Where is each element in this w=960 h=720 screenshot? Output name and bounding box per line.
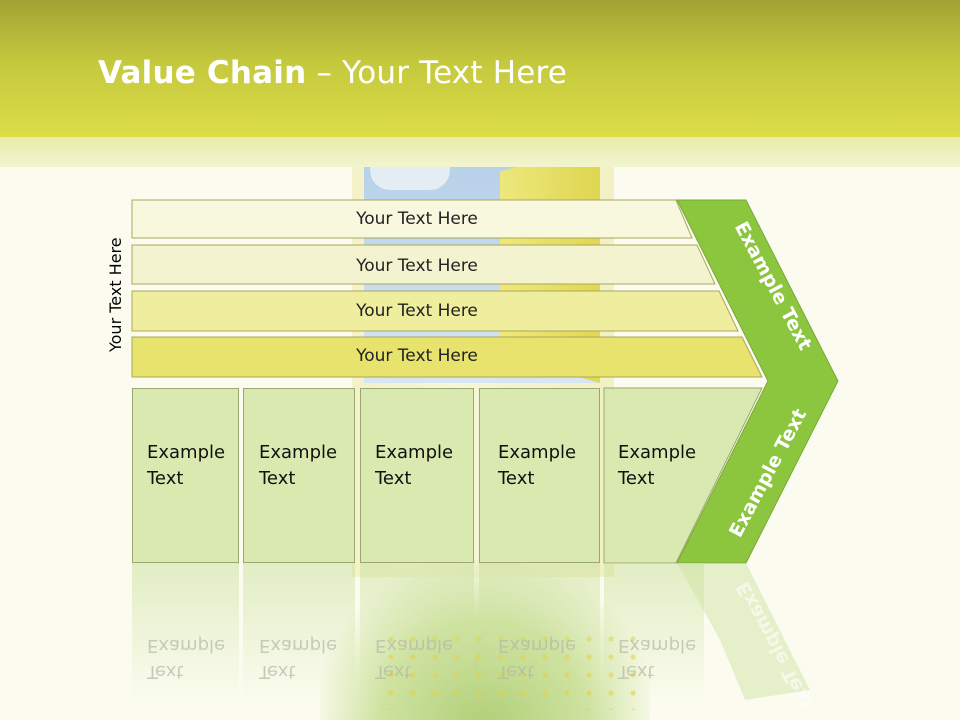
box-4-line1: Example xyxy=(498,442,577,463)
box-2-reflection-line2: Text xyxy=(259,661,296,682)
box-2-line1: Example xyxy=(259,442,338,463)
row-label-3[interactable]: Your Text Here xyxy=(356,301,478,321)
box-5-reflection-line2: Text xyxy=(618,661,655,682)
row-label-4[interactable]: Your Text Here xyxy=(356,346,478,366)
box-text-2[interactable]: Example Text xyxy=(259,440,349,492)
box-4-reflection xyxy=(479,563,600,703)
box-5-line1: Example xyxy=(618,442,697,463)
box-text-4[interactable]: Example Text xyxy=(498,440,588,492)
box-3 xyxy=(360,388,474,563)
box-2 xyxy=(243,388,355,563)
box-text-3[interactable]: Example Text xyxy=(375,440,465,492)
box-1 xyxy=(132,388,239,563)
box-4-line2: Text xyxy=(498,468,535,489)
box-1-reflection-text: Text Example xyxy=(147,632,237,684)
title-rest: – Your Text Here xyxy=(306,55,568,91)
row-label-2[interactable]: Your Text Here xyxy=(356,256,478,276)
header-band xyxy=(0,0,960,137)
box-3-reflection-line1: Example xyxy=(375,635,454,656)
row-shape-3 xyxy=(131,290,739,332)
box-2-reflection-text: Text Example xyxy=(259,632,349,684)
box-2-line2: Text xyxy=(259,468,296,489)
box-3-line1: Example xyxy=(375,442,454,463)
chevron-arrow xyxy=(676,199,839,564)
chevron-reflection xyxy=(677,563,810,700)
title-bold: Value Chain xyxy=(98,55,307,91)
box-text-5[interactable]: Example Text xyxy=(618,440,708,492)
box-1-line1: Example xyxy=(147,442,226,463)
box-3-reflection-text: Text Example xyxy=(375,632,465,684)
row-shape-2 xyxy=(131,244,716,285)
box-5-line2: Text xyxy=(618,468,655,489)
row-label-1[interactable]: Your Text Here xyxy=(356,209,478,229)
box-4 xyxy=(479,388,600,563)
box-1-reflection-line2: Text xyxy=(147,661,184,682)
box-1-line2: Text xyxy=(147,468,184,489)
box-5-reflection-line1: Example xyxy=(618,635,697,656)
box-3-line2: Text xyxy=(375,468,412,489)
box-text-1[interactable]: Example Text xyxy=(147,440,237,492)
box-2-reflection-line1: Example xyxy=(259,635,338,656)
box-3-reflection-line2: Text xyxy=(375,661,412,682)
box-3-reflection xyxy=(360,563,474,703)
row-shape-4 xyxy=(131,336,763,378)
box-4-reflection-line2: Text xyxy=(498,661,535,682)
box-1-reflection xyxy=(132,563,239,703)
box-2-reflection xyxy=(243,563,355,703)
box-5-reflection xyxy=(604,563,704,703)
box-4-reflection-line1: Example xyxy=(498,635,577,656)
row-shape-1 xyxy=(131,199,693,239)
box-1-reflection-line1: Example xyxy=(147,635,226,656)
box-4-reflection-text: Text Example xyxy=(498,632,588,684)
header-shadow xyxy=(0,137,960,167)
box-5-reflection-text: Text Example xyxy=(618,632,708,684)
slide-title[interactable]: Value Chain – Your Text Here xyxy=(98,55,567,91)
